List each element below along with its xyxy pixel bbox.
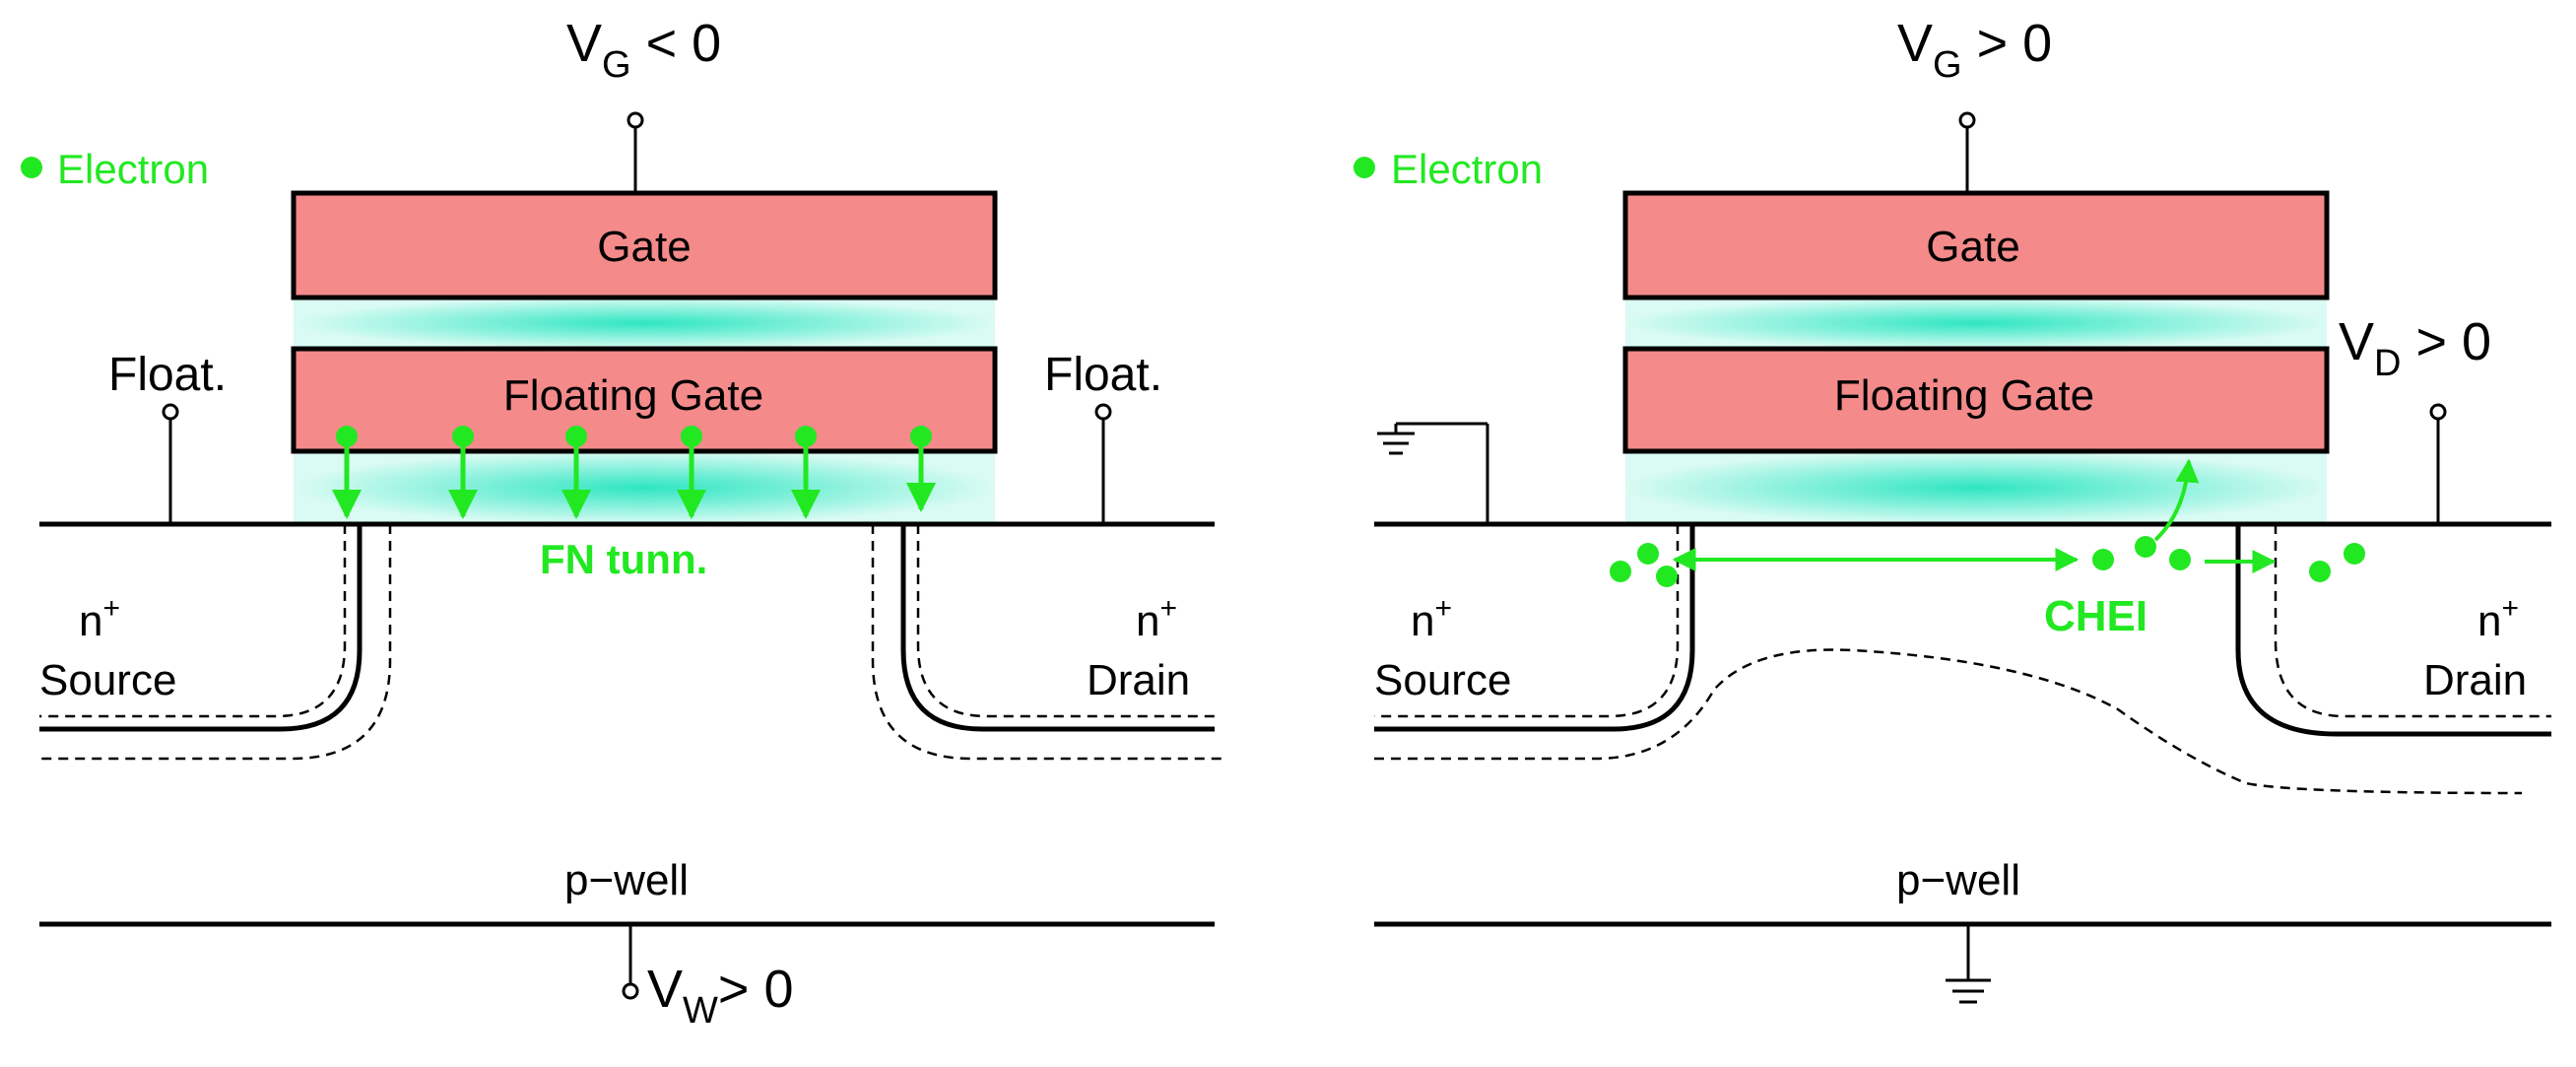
left-panel-erase: VG < 0 Electron Gate Floating Gate Float… bbox=[21, 14, 1222, 1032]
left-tunnel-oxide bbox=[294, 451, 995, 524]
electron bbox=[2309, 561, 2331, 582]
right-drain-n-label: n+ bbox=[2477, 592, 2519, 645]
right-floating-gate bbox=[1622, 346, 2330, 454]
left-drain-n-label: n+ bbox=[1136, 592, 1177, 645]
left-vw-label: VW> 0 bbox=[647, 960, 793, 1032]
electron bbox=[565, 426, 587, 447]
electron bbox=[795, 426, 817, 447]
left-electron-legend: Electron bbox=[57, 146, 209, 192]
left-electron-legend-icon bbox=[21, 157, 42, 178]
left-drain-depletion-outer bbox=[871, 524, 1222, 761]
left-floating-gate bbox=[291, 346, 998, 454]
right-tunnel-oxide bbox=[1625, 451, 2327, 524]
right-source-depletion-inner bbox=[1374, 524, 1680, 718]
electron bbox=[681, 426, 702, 447]
left-drain-label: Drain bbox=[1087, 656, 1190, 704]
electron bbox=[452, 426, 474, 447]
left-drain-junction bbox=[900, 524, 1215, 732]
electron bbox=[1637, 543, 1659, 565]
left-drain-depletion-inner bbox=[916, 524, 1215, 718]
electron bbox=[2344, 543, 2365, 565]
right-control-gate bbox=[1622, 190, 2330, 300]
electron bbox=[1656, 566, 1678, 587]
left-pwell-label: p−well bbox=[564, 856, 689, 904]
right-gate-terminal bbox=[1958, 111, 1976, 129]
electron bbox=[2092, 549, 2114, 570]
electron bbox=[910, 426, 932, 447]
left-source-depletion-inner bbox=[39, 524, 347, 718]
right-pwell-label: p−well bbox=[1896, 856, 2020, 904]
left-source-terminal bbox=[162, 403, 179, 421]
left-drain-terminal bbox=[1094, 403, 1112, 421]
electron bbox=[2135, 536, 2156, 558]
right-source-ground-icon bbox=[1377, 422, 1489, 524]
electron bbox=[1610, 561, 1631, 582]
right-depletion-boundary bbox=[1374, 648, 2523, 795]
left-source-junction bbox=[39, 524, 363, 732]
right-drain-depletion-inner bbox=[2274, 524, 2551, 718]
right-panel-program: VG > 0 Electron Gate Floating Gate VD > … bbox=[1354, 14, 2551, 1004]
left-fn-tunnel-label: FN tunn. bbox=[540, 536, 707, 582]
right-vg-label: VG > 0 bbox=[1897, 14, 2052, 86]
right-source-junction bbox=[1374, 524, 1695, 732]
electron bbox=[2169, 549, 2191, 570]
left-source-n-label: n+ bbox=[79, 592, 120, 645]
right-source-label: Source bbox=[1374, 656, 1511, 704]
right-source-n-label: n+ bbox=[1411, 592, 1452, 645]
right-well-ground-icon bbox=[1946, 924, 1991, 1004]
left-drain-float-label: Float. bbox=[1044, 349, 1162, 401]
right-chei-label: CHEI bbox=[2044, 592, 2147, 640]
left-fn-electrons bbox=[332, 426, 936, 519]
right-floating-gate-label: Floating Gate bbox=[1834, 371, 2094, 420]
electron bbox=[336, 426, 358, 447]
left-source-float-label: Float. bbox=[108, 349, 227, 401]
left-floating-gate-label: Floating Gate bbox=[503, 371, 763, 420]
right-drain-terminal bbox=[2429, 403, 2447, 421]
injection-arrow bbox=[2153, 458, 2200, 542]
left-gate-label: Gate bbox=[597, 223, 691, 271]
left-source-label: Source bbox=[39, 656, 176, 704]
left-interpoly-oxide bbox=[294, 298, 995, 349]
left-control-gate bbox=[291, 190, 998, 300]
right-electron-legend-icon bbox=[1354, 157, 1375, 178]
left-vg-label: VG < 0 bbox=[566, 14, 721, 86]
right-drain-label: Drain bbox=[2423, 656, 2527, 704]
right-electron-legend: Electron bbox=[1391, 146, 1543, 192]
right-drain-junction bbox=[2235, 524, 2551, 737]
right-chei-electrons bbox=[1610, 458, 2365, 587]
left-well-terminal bbox=[622, 982, 639, 1000]
left-gate-terminal bbox=[627, 111, 644, 129]
right-interpoly-oxide bbox=[1625, 298, 2327, 349]
right-gate-label: Gate bbox=[1926, 223, 2019, 271]
right-vd-label: VD > 0 bbox=[2339, 312, 2491, 384]
